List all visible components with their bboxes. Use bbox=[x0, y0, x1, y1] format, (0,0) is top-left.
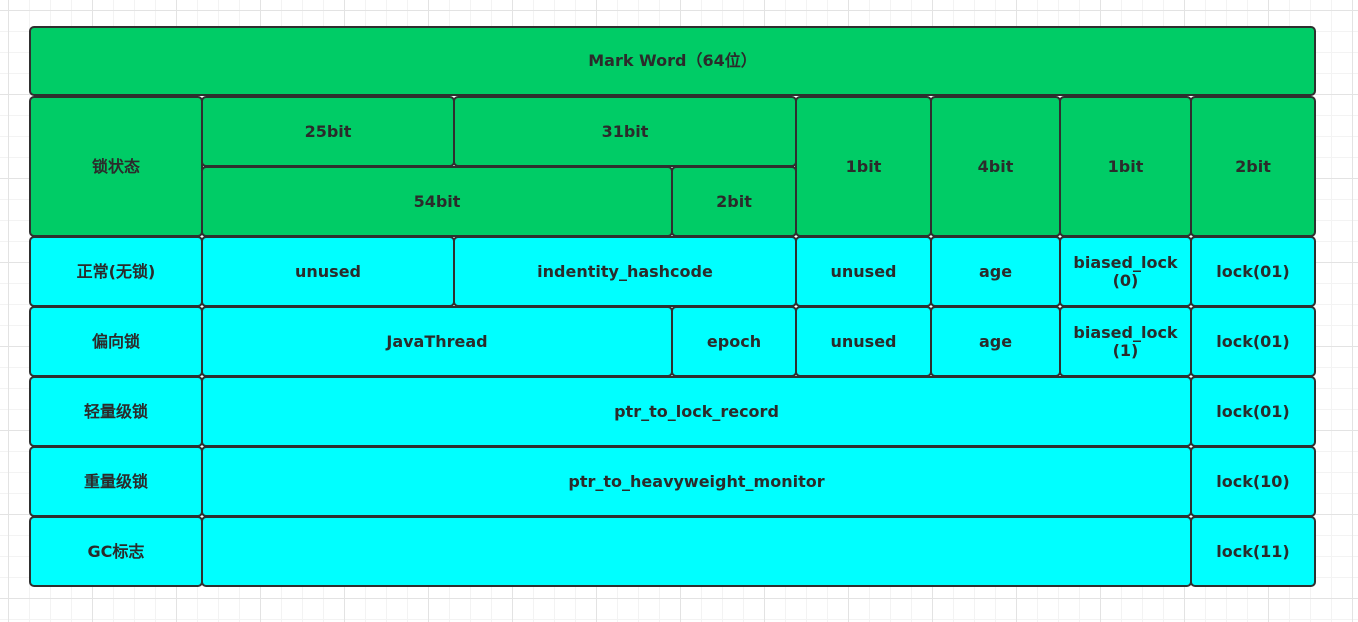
header-25bit-text: 25bit bbox=[304, 121, 352, 141]
header-54bit: 54bit bbox=[201, 166, 673, 237]
row-normal-biased-lock: biased_lock (0) bbox=[1059, 236, 1192, 307]
row-biased-unused-text: unused bbox=[830, 331, 897, 351]
row-normal-lock: lock(01) bbox=[1190, 236, 1316, 307]
row-biased-epoch: epoch bbox=[671, 306, 797, 377]
row-heavyweight-state: 重量级锁 bbox=[29, 446, 203, 517]
header-1bit-unused-text: 1bit bbox=[845, 156, 882, 176]
header-2bit-lock: 2bit bbox=[1190, 96, 1316, 237]
row-biased-age: age bbox=[930, 306, 1061, 377]
row-gc-content bbox=[201, 516, 1192, 587]
row-normal-unused2: unused bbox=[795, 236, 932, 307]
row-biased-biased-lock: biased_lock (1) bbox=[1059, 306, 1192, 377]
row-heavyweight-lock: lock(10) bbox=[1190, 446, 1316, 517]
header-31bit: 31bit bbox=[453, 96, 797, 167]
row-biased-unused: unused bbox=[795, 306, 932, 377]
row-heavyweight-lock-text: lock(10) bbox=[1216, 471, 1290, 491]
row-normal-state-text: 正常(无锁) bbox=[76, 261, 156, 281]
row-heavyweight-state-text: 重量级锁 bbox=[83, 471, 148, 491]
row-normal-age: age bbox=[930, 236, 1061, 307]
row-biased-thread-text: JavaThread bbox=[386, 331, 488, 351]
header-lock-state-text: 锁状态 bbox=[91, 156, 140, 176]
row-lightweight-pointer-text: ptr_to_lock_record bbox=[614, 401, 779, 421]
header-1bit-biased: 1bit bbox=[1059, 96, 1192, 237]
row-normal-hashcode: indentity_hashcode bbox=[453, 236, 797, 307]
row-normal-lock-text: lock(01) bbox=[1216, 261, 1290, 281]
header-4bit-age: 4bit bbox=[930, 96, 1061, 237]
row-biased-state-text: 偏向锁 bbox=[91, 331, 140, 351]
row-lightweight-lock: lock(01) bbox=[1190, 376, 1316, 447]
header-2bit-epoch-text: 2bit bbox=[716, 191, 752, 211]
row-normal-biased-lock-text: biased_lock (0) bbox=[1073, 252, 1178, 290]
mark-word-title: Mark Word（64位） bbox=[29, 26, 1316, 96]
row-gc-state-text: GC标志 bbox=[87, 541, 145, 561]
row-lightweight-state-text: 轻量级锁 bbox=[83, 401, 148, 421]
row-biased-epoch-text: epoch bbox=[706, 331, 762, 351]
header-25bit: 25bit bbox=[201, 96, 455, 167]
header-2bit-epoch: 2bit bbox=[671, 166, 797, 237]
header-lock-state: 锁状态 bbox=[29, 96, 203, 237]
mark-word-title-text: Mark Word（64位） bbox=[588, 51, 757, 70]
row-normal-age-text: age bbox=[978, 261, 1013, 281]
header-54bit-text: 54bit bbox=[413, 191, 461, 211]
row-normal-hashcode-text: indentity_hashcode bbox=[537, 261, 713, 281]
row-biased-lock-text: lock(01) bbox=[1216, 331, 1290, 351]
row-gc-lock-text: lock(11) bbox=[1216, 541, 1290, 561]
row-biased-thread: JavaThread bbox=[201, 306, 673, 377]
row-biased-lock: lock(01) bbox=[1190, 306, 1316, 377]
row-lightweight-state: 轻量级锁 bbox=[29, 376, 203, 447]
header-4bit-age-text: 4bit bbox=[977, 156, 1014, 176]
row-biased-age-text: age bbox=[978, 331, 1013, 351]
header-1bit-biased-text: 1bit bbox=[1107, 156, 1144, 176]
row-normal-unused1-text: unused bbox=[295, 261, 361, 281]
row-normal-unused1: unused bbox=[201, 236, 455, 307]
row-biased-state: 偏向锁 bbox=[29, 306, 203, 377]
header-2bit-lock-text: 2bit bbox=[1235, 156, 1271, 176]
row-heavyweight-pointer-text: ptr_to_heavyweight_monitor bbox=[568, 471, 825, 491]
row-normal-unused2-text: unused bbox=[830, 261, 897, 281]
row-gc-state: GC标志 bbox=[29, 516, 203, 587]
row-biased-biased-lock-text: biased_lock (1) bbox=[1073, 322, 1178, 360]
header-1bit-unused: 1bit bbox=[795, 96, 932, 237]
row-gc-lock: lock(11) bbox=[1190, 516, 1316, 587]
row-lightweight-pointer: ptr_to_lock_record bbox=[201, 376, 1192, 447]
header-31bit-text: 31bit bbox=[601, 121, 649, 141]
row-heavyweight-pointer: ptr_to_heavyweight_monitor bbox=[201, 446, 1192, 517]
row-lightweight-lock-text: lock(01) bbox=[1216, 401, 1290, 421]
row-normal-state: 正常(无锁) bbox=[29, 236, 203, 307]
